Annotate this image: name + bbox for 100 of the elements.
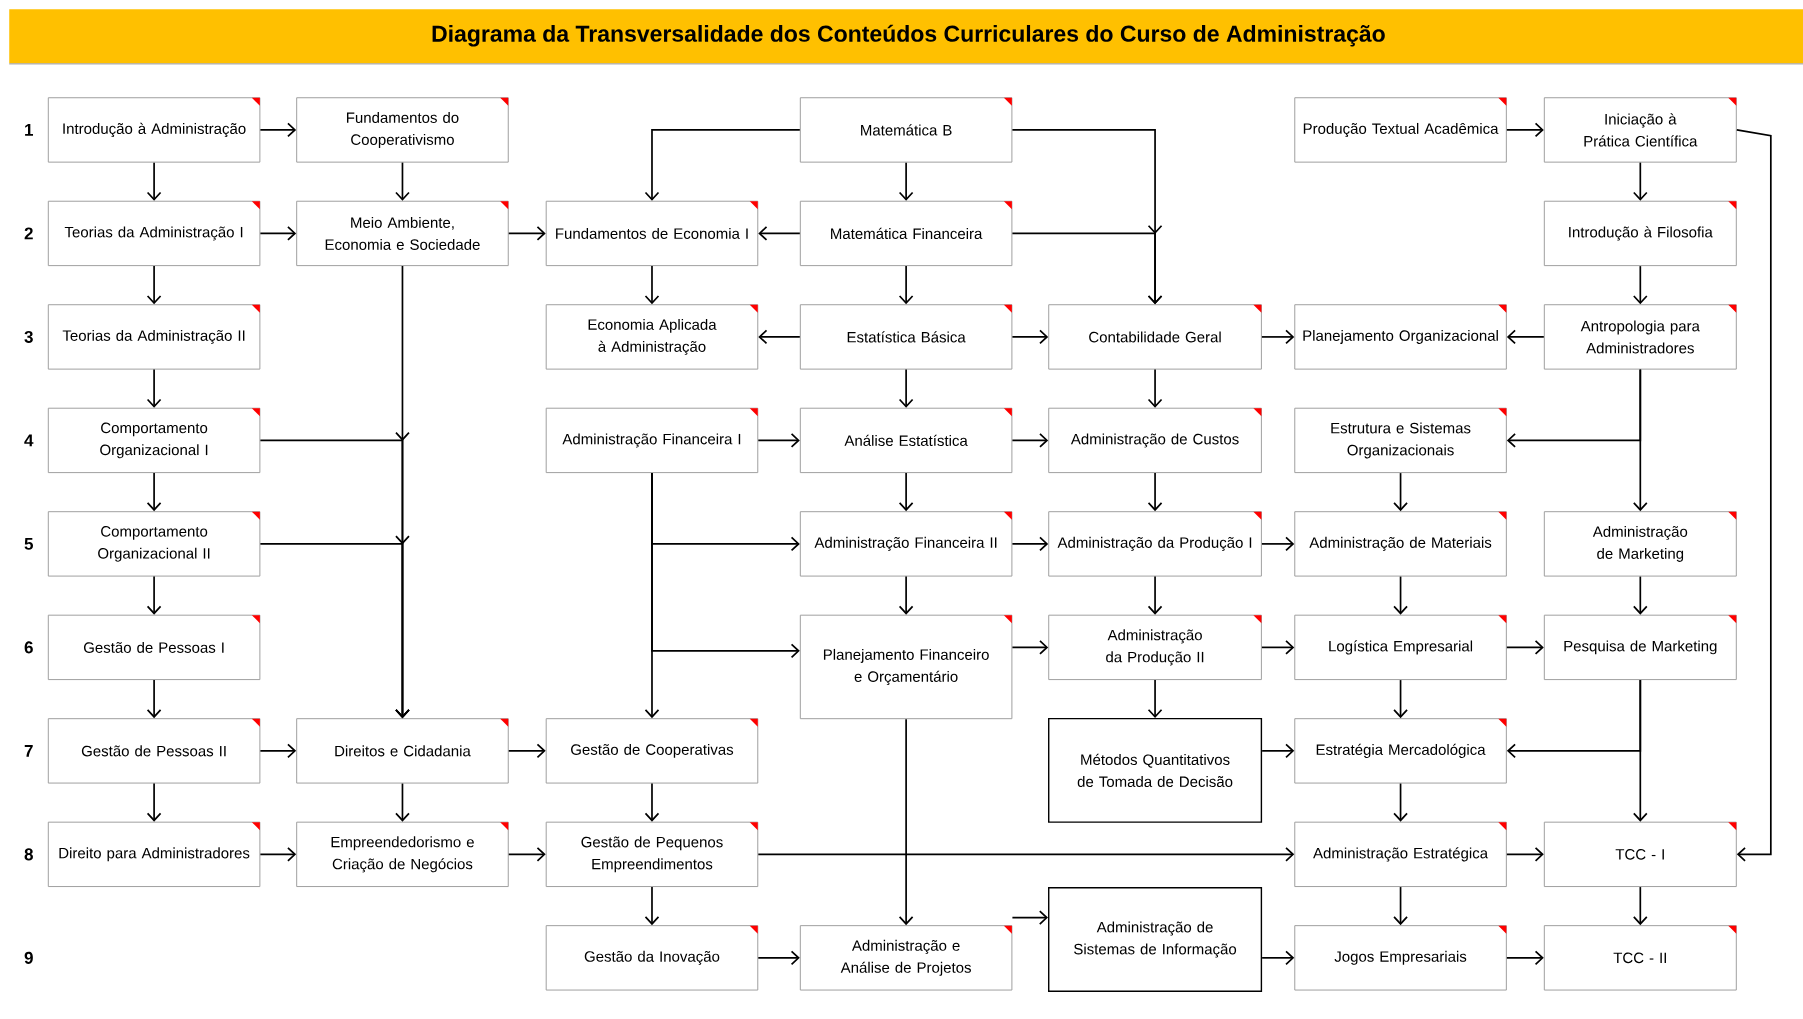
arrow xyxy=(758,226,801,241)
course-box: Fundamentos de Economia I xyxy=(545,200,759,267)
course-box: Análise Estatística xyxy=(799,407,1013,474)
arrow xyxy=(146,472,162,512)
arrow xyxy=(1632,161,1648,201)
arrow xyxy=(146,782,162,822)
arrow xyxy=(1506,122,1544,138)
arrow xyxy=(1506,950,1544,966)
course-box: Administração e Análise de Projetos xyxy=(799,925,1013,991)
arrow xyxy=(1261,536,1295,552)
arrow xyxy=(757,847,1295,862)
course-box: Administração da Produção I xyxy=(1048,511,1262,577)
arrow xyxy=(644,129,801,201)
arrow xyxy=(259,847,297,862)
arrow xyxy=(1011,536,1049,552)
arrow xyxy=(1393,782,1408,822)
course-box: Gestão de Pequenos Empreendimentos xyxy=(545,821,759,888)
course-box: Métodos Quantitativos de Tomada de Decisão xyxy=(1048,718,1263,823)
arrow xyxy=(898,472,914,512)
course-box: Empreendedorismo e Criação de Negócios xyxy=(296,821,509,888)
arrow xyxy=(1261,640,1295,655)
course-box: Antropologia para Administradores xyxy=(1543,304,1737,370)
course-box: Administração de Sistemas de Informação xyxy=(1048,887,1263,992)
arrow xyxy=(757,950,800,966)
course-box: Economia Aplicada à Administração xyxy=(545,304,759,370)
course-box: Matemática B xyxy=(799,97,1013,163)
arrow xyxy=(898,575,914,615)
arrow xyxy=(1147,368,1163,408)
course-box: Planejamento Organizacional xyxy=(1294,304,1507,370)
arrow xyxy=(1632,886,1648,926)
arrow xyxy=(1261,743,1295,759)
arrow xyxy=(146,161,162,201)
arrow xyxy=(898,368,914,408)
course-box: Comportamento Organizacional II xyxy=(47,511,261,577)
arrow xyxy=(1632,265,1648,305)
arrow xyxy=(758,329,801,345)
arrow xyxy=(146,575,162,615)
arrow xyxy=(898,718,914,926)
course-box: Matemática Financeira xyxy=(799,200,1013,267)
arrow xyxy=(1011,433,1049,448)
arrow xyxy=(1506,329,1545,345)
arrow xyxy=(1011,910,1048,926)
arrow xyxy=(644,886,660,926)
title-banner: Diagrama da Transversalidade dos Conteúdos Curriculares do Curso de Administração xyxy=(8,9,1803,65)
arrow xyxy=(146,265,162,305)
course-box: Administração de Marketing xyxy=(1543,511,1737,577)
arrow xyxy=(898,265,914,305)
arrow xyxy=(395,782,410,822)
course-box: Pesquisa de Marketing xyxy=(1543,614,1737,681)
course-box: Administração da Produção II xyxy=(1048,614,1262,681)
course-box: Gestão de Cooperativas xyxy=(545,718,759,784)
course-box: Estatística Básica xyxy=(799,304,1013,370)
course-box: Gestão de Pessoas II xyxy=(47,718,261,784)
course-box: Administração Estratégica xyxy=(1294,821,1507,888)
arrow xyxy=(1261,950,1295,966)
arrow xyxy=(1506,847,1544,862)
course-box: Logística Empresarial xyxy=(1294,614,1507,681)
arrow xyxy=(1632,575,1648,615)
course-box: TCC - I xyxy=(1543,821,1737,888)
arrow xyxy=(1393,886,1408,926)
row-number: 9 xyxy=(24,951,33,964)
arrow xyxy=(146,368,162,408)
course-box: TCC - II xyxy=(1543,925,1737,991)
arrow xyxy=(757,433,800,448)
course-box: Jogos Empresariais xyxy=(1294,925,1507,991)
course-box: Fundamentos do Cooperativismo xyxy=(296,97,509,163)
course-box: Comportamento Organizacional I xyxy=(47,407,261,474)
arrow xyxy=(259,535,410,719)
arrow xyxy=(507,226,546,241)
arrow xyxy=(1506,640,1544,655)
course-box: Administração Financeira II xyxy=(799,511,1013,577)
arrow xyxy=(146,679,162,719)
course-box: Administração de Custos xyxy=(1048,407,1262,474)
course-box: Planejamento Financeiro e Orçamentário xyxy=(799,614,1013,720)
arrow xyxy=(259,226,297,241)
arrow xyxy=(1261,329,1295,345)
arrow xyxy=(644,472,660,719)
arrow xyxy=(1011,640,1049,655)
course-box: Direitos e Cidadania xyxy=(296,718,509,784)
course-box: Teorias da Administração I xyxy=(47,200,261,267)
course-box: Administração de Materiais xyxy=(1294,511,1507,577)
arrow xyxy=(1147,472,1163,512)
arrow xyxy=(1011,329,1049,345)
arrow xyxy=(898,161,914,201)
arrow xyxy=(1011,224,1163,305)
arrow xyxy=(1632,368,1648,512)
arrow xyxy=(644,265,660,305)
arrow xyxy=(1393,679,1408,719)
arrow xyxy=(1393,575,1408,615)
arrow xyxy=(259,743,297,759)
arrow xyxy=(1735,129,1772,862)
course-box: Direito para Administradores xyxy=(47,821,261,888)
arrow xyxy=(1147,679,1163,719)
arrow xyxy=(395,161,410,201)
course-box: Estrutura e Sistemas Organizacionais xyxy=(1294,407,1507,474)
course-box: Contabilidade Geral xyxy=(1048,304,1262,370)
arrow xyxy=(1632,679,1648,822)
arrow xyxy=(1393,472,1408,512)
arrow xyxy=(507,847,546,862)
arrow xyxy=(507,743,546,759)
